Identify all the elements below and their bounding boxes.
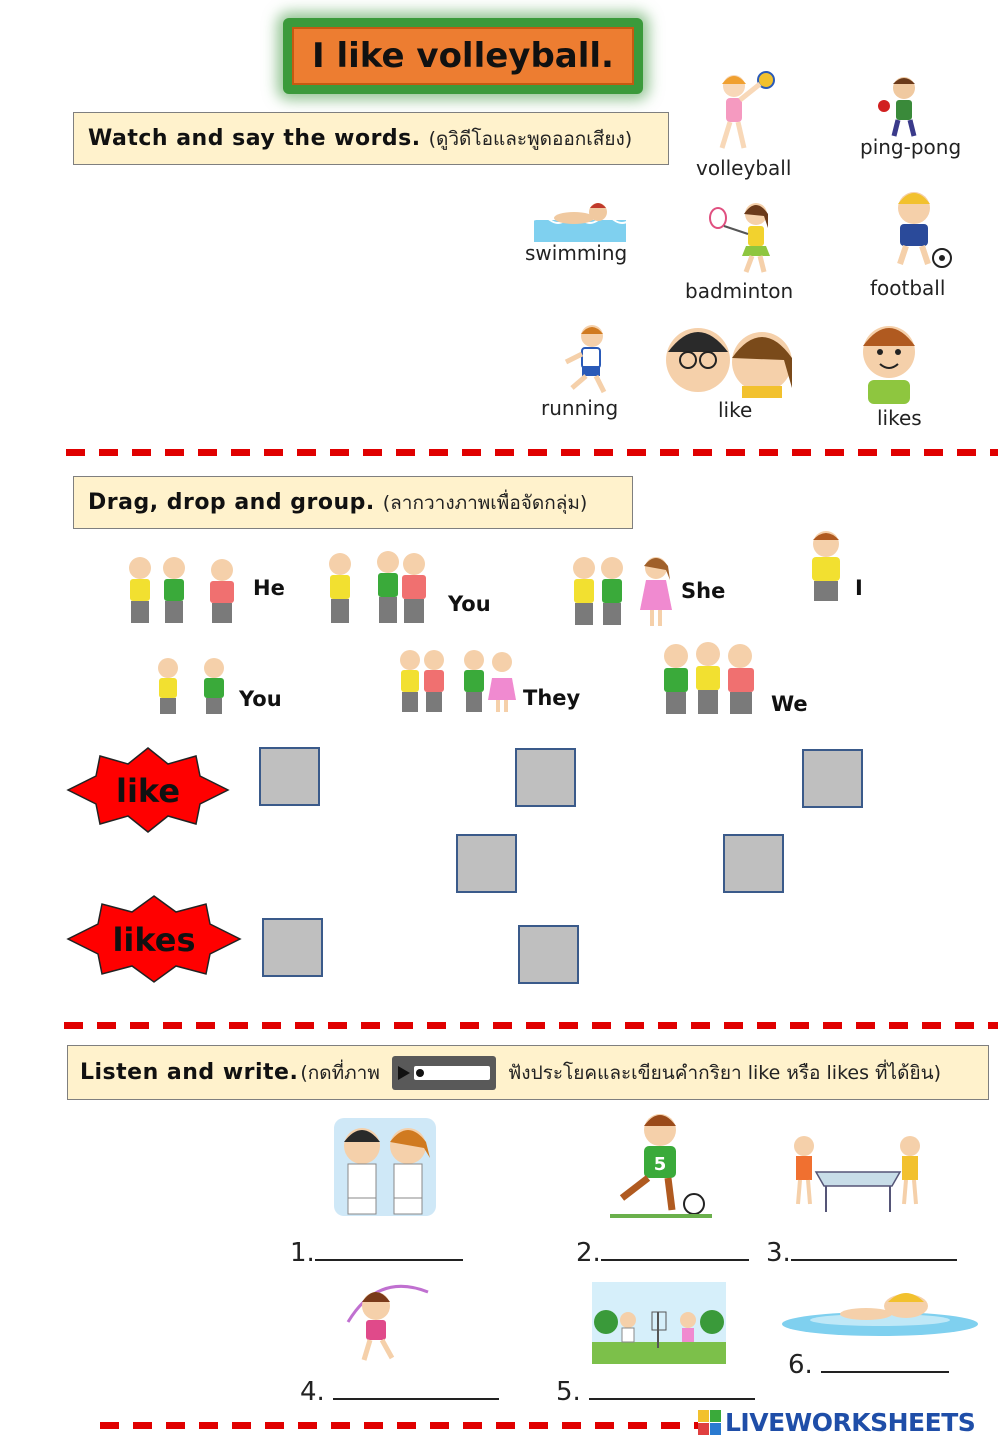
likes-boy-picture[interactable] bbox=[852, 322, 926, 406]
audio-player-icon[interactable] bbox=[391, 1055, 496, 1090]
you-group-1-picture[interactable] bbox=[322, 548, 434, 626]
liveworksheets-logo-icon bbox=[698, 1409, 721, 1435]
section3-heading-box: Listen and write. (กดที่ภาพ ฟังประโยคและ… bbox=[67, 1045, 989, 1100]
page-title: I like volleyball. bbox=[292, 27, 634, 85]
blank-1-number: 1. bbox=[290, 1238, 315, 1268]
pronoun-they: They bbox=[523, 686, 581, 710]
likes-star-label: likes bbox=[66, 895, 242, 983]
blank-3: 3. bbox=[766, 1238, 957, 1268]
section1-heading: Watch and say the words. bbox=[88, 126, 421, 151]
blank-2: 2. bbox=[576, 1238, 749, 1268]
football-boy-picture[interactable] bbox=[880, 188, 956, 270]
word-football: football bbox=[870, 276, 946, 300]
section2-heading-box: Drag, drop and group. (ลากวางภาพเพื่อจัด… bbox=[73, 476, 633, 529]
title-banner: I like volleyball. bbox=[283, 18, 643, 94]
i-boy-picture[interactable] bbox=[800, 528, 852, 602]
blank-6: 6. bbox=[788, 1350, 949, 1380]
answer-line-5[interactable] bbox=[588, 1378, 755, 1400]
listen-picture-1[interactable] bbox=[330, 1116, 440, 1220]
answer-line-4[interactable] bbox=[332, 1378, 499, 1400]
we-group-picture[interactable] bbox=[658, 640, 760, 716]
word-likes: likes bbox=[877, 406, 922, 430]
drop-zone-like-3[interactable] bbox=[802, 749, 863, 808]
like-star-text: like bbox=[116, 772, 180, 810]
answer-line-6[interactable] bbox=[820, 1351, 949, 1373]
he-group-picture[interactable] bbox=[122, 554, 248, 626]
badminton-girl-picture[interactable] bbox=[706, 198, 782, 276]
listen-picture-5[interactable] bbox=[592, 1282, 726, 1364]
word-volleyball: volleyball bbox=[696, 156, 792, 180]
section3-heading-thai-a: (กดที่ภาพ bbox=[300, 1061, 380, 1084]
section2-heading: Drag, drop and group. bbox=[88, 490, 375, 515]
blank-6-number: 6. bbox=[788, 1350, 813, 1380]
like-kids-picture[interactable] bbox=[664, 322, 794, 398]
drop-zone-likes-1[interactable] bbox=[262, 918, 323, 977]
drop-zone-like-1[interactable] bbox=[259, 747, 320, 806]
drop-zone-like-5[interactable] bbox=[723, 834, 784, 893]
pronoun-she: She bbox=[681, 579, 726, 603]
liveworksheets-watermark: LIVEWORKSHEETS bbox=[698, 1408, 976, 1437]
divider-2 bbox=[64, 1022, 998, 1029]
pingpong-boy-picture[interactable] bbox=[874, 74, 930, 140]
pronoun-you-1: You bbox=[448, 592, 491, 616]
listen-picture-3[interactable] bbox=[786, 1132, 932, 1216]
blank-1: 1. bbox=[290, 1238, 463, 1268]
play-icon[interactable] bbox=[397, 1065, 410, 1080]
pronoun-you-2: You bbox=[239, 687, 282, 711]
listen-picture-4[interactable] bbox=[340, 1282, 432, 1364]
svg-text:5: 5 bbox=[654, 1154, 667, 1175]
pronoun-we: We bbox=[771, 692, 808, 716]
blank-5: 5. bbox=[556, 1377, 755, 1407]
section1-heading-box: Watch and say the words. (ดูวิดีโอและพูด… bbox=[73, 112, 669, 165]
you-group-2-picture[interactable] bbox=[152, 656, 236, 716]
likes-star-text: likes bbox=[112, 921, 195, 959]
drop-zone-like-4[interactable] bbox=[456, 834, 517, 893]
blank-2-number: 2. bbox=[576, 1238, 601, 1268]
blank-4: 4. bbox=[300, 1377, 499, 1407]
word-like: like bbox=[718, 398, 753, 422]
volleyball-girl-picture[interactable] bbox=[704, 68, 776, 154]
section3-heading-thai-b: ฟังประโยคและเขียนคำกริยา like หรือ likes… bbox=[507, 1061, 941, 1084]
word-badminton: badminton bbox=[685, 279, 794, 303]
like-star-label: like bbox=[66, 747, 230, 833]
section1-heading-thai: (ดูวิดีโอและพูดออกเสียง) bbox=[428, 127, 633, 150]
blank-4-number: 4. bbox=[300, 1377, 325, 1407]
listen-picture-2[interactable]: 5 bbox=[608, 1108, 714, 1220]
section2-heading-thai: (ลากวางภาพเพื่อจัดกลุ่ม) bbox=[382, 491, 588, 514]
swimming-boy-picture[interactable] bbox=[534, 198, 626, 244]
blank-5-number: 5. bbox=[556, 1377, 581, 1407]
they-group-picture[interactable] bbox=[396, 648, 520, 716]
listen-picture-6[interactable] bbox=[780, 1286, 980, 1342]
watermark-text: LIVEWORKSHEETS bbox=[725, 1408, 976, 1437]
answer-line-1[interactable] bbox=[314, 1239, 463, 1261]
she-group-picture[interactable] bbox=[568, 552, 676, 628]
running-boy-picture[interactable] bbox=[558, 322, 616, 394]
blank-3-number: 3. bbox=[766, 1238, 791, 1268]
section3-heading: Listen and write. bbox=[80, 1060, 299, 1085]
word-running: running bbox=[541, 396, 619, 420]
pronoun-i: I bbox=[855, 576, 863, 600]
drop-zone-likes-2[interactable] bbox=[518, 925, 579, 984]
divider-3 bbox=[100, 1422, 698, 1429]
word-swimming: swimming bbox=[525, 241, 628, 265]
divider-1 bbox=[66, 449, 998, 456]
answer-line-3[interactable] bbox=[790, 1239, 957, 1261]
word-pingpong: ping-pong bbox=[860, 135, 962, 159]
pronoun-he: He bbox=[253, 576, 285, 600]
answer-line-2[interactable] bbox=[600, 1239, 749, 1261]
drop-zone-like-2[interactable] bbox=[515, 748, 576, 807]
